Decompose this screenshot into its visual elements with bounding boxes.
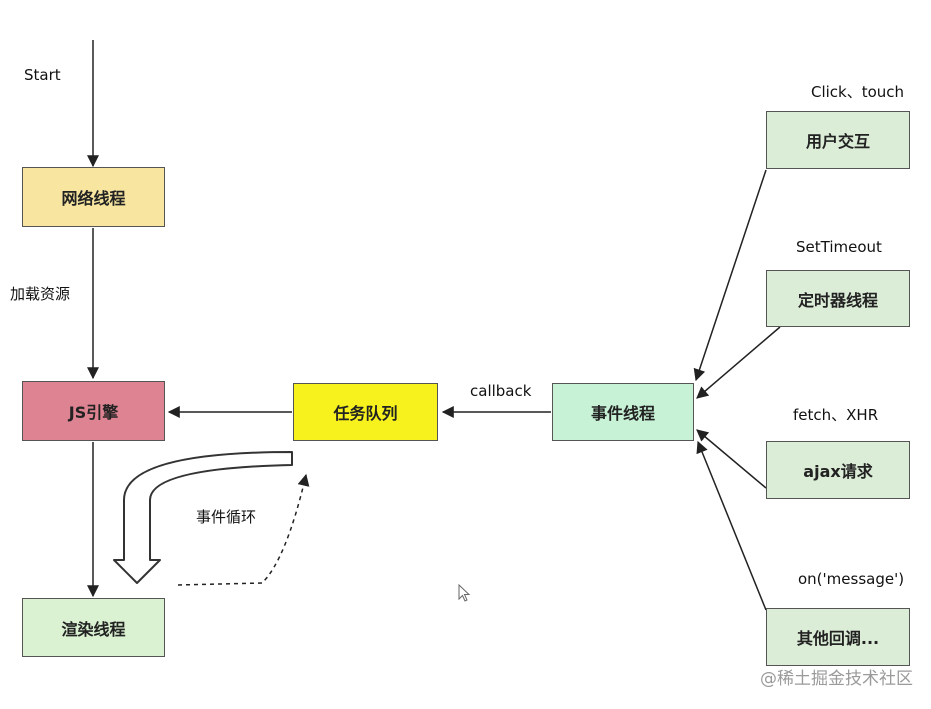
node-other-callbacks: 其他回调... <box>766 608 910 666</box>
label-fetch-xhr: fetch、XHR <box>793 406 879 424</box>
label-start: Start <box>24 66 61 84</box>
event-loop-dashed-arrow <box>177 473 310 586</box>
node-user-interaction-label: 用户交互 <box>805 132 870 151</box>
node-js-engine-label: JS引擎 <box>68 403 119 422</box>
label-set-timeout: SetTimeout <box>796 238 882 256</box>
label-on-message: on('message') <box>798 570 905 588</box>
node-other-callbacks-label: 其他回调... <box>796 629 880 648</box>
node-network-thread-label: 网络线程 <box>61 189 126 208</box>
edge-timer-to-event <box>696 326 781 399</box>
mouse-cursor-icon <box>458 584 471 602</box>
node-ajax-request: ajax请求 <box>766 441 910 499</box>
edge-ajax-to-event <box>696 429 767 489</box>
label-click-touch: Click、touch <box>811 83 905 101</box>
node-task-queue: 任务队列 <box>293 383 438 441</box>
node-network-thread: 网络线程 <box>22 167 165 227</box>
node-event-thread: 事件线程 <box>552 383 694 441</box>
label-callback: callback <box>470 382 532 400</box>
label-event-loop: 事件循环 <box>196 508 257 526</box>
edge-user-to-event <box>693 169 767 382</box>
node-render-thread: 渲染线程 <box>22 598 165 657</box>
watermark-text: @稀土掘金技术社区 <box>760 669 913 689</box>
edge-other-to-event <box>696 440 767 611</box>
node-js-engine: JS引擎 <box>22 381 165 441</box>
label-load-resources: 加载资源 <box>10 285 71 303</box>
node-render-thread-label: 渲染线程 <box>61 619 126 639</box>
node-timer-thread: 定时器线程 <box>766 270 910 327</box>
event-loop-hollow-arrow <box>113 451 293 584</box>
node-event-thread-label: 事件线程 <box>590 404 655 423</box>
node-timer-thread-label: 定时器线程 <box>797 290 878 310</box>
node-ajax-request-label: ajax请求 <box>803 462 873 481</box>
node-user-interaction: 用户交互 <box>766 111 910 169</box>
node-task-queue-label: 任务队列 <box>333 404 398 423</box>
